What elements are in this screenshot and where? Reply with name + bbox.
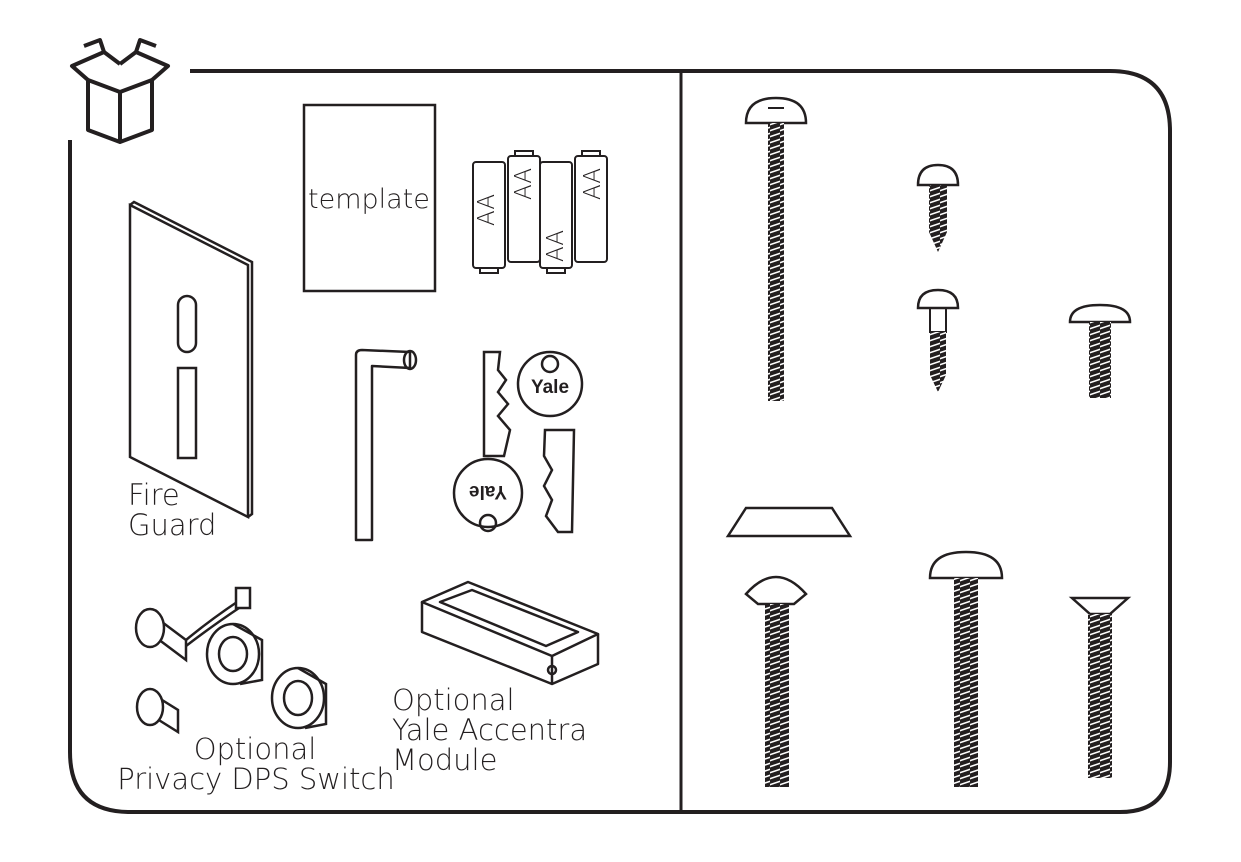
fire-guard-label-1: Fire xyxy=(128,478,180,512)
long-machine-screw-icon xyxy=(744,96,808,401)
fire-guard-label-2: Guard xyxy=(128,508,217,542)
dps-label-1: Optional xyxy=(193,732,317,766)
key-brand-top: Yale xyxy=(531,377,569,398)
accentra-label-3: Module xyxy=(392,743,498,777)
accentra-label-2: Yale Accentra xyxy=(392,713,588,747)
dps-label-2: Privacy DPS Switch xyxy=(117,762,395,796)
spacer-icon xyxy=(725,506,853,538)
oval-head-screw-icon xyxy=(744,575,808,787)
short-machine-screw-icon xyxy=(1068,303,1132,398)
fire-guard-icon xyxy=(128,200,254,520)
dps-switch-icon xyxy=(134,586,328,735)
template-label: template xyxy=(308,184,430,215)
hex-key-icon xyxy=(354,348,418,542)
battery-label: AA xyxy=(511,167,537,200)
battery-label: AA xyxy=(474,193,500,226)
box-icon xyxy=(70,38,170,144)
battery-label: AA xyxy=(580,167,606,200)
keys-icon xyxy=(452,350,584,534)
template-sheet xyxy=(302,103,437,293)
key-brand-bottom: Yale xyxy=(469,481,507,502)
pan-head-screw-icon xyxy=(928,550,1004,787)
outer-frame xyxy=(68,69,1172,814)
small-wood-screw-icon xyxy=(916,163,960,252)
batteries-icon xyxy=(472,150,608,274)
shoulder-wood-screw-icon xyxy=(916,288,960,392)
flat-head-screw-icon xyxy=(1068,596,1132,778)
accentra-module-icon xyxy=(420,580,600,686)
battery-label: AA xyxy=(543,229,569,262)
accentra-label-1: Optional xyxy=(392,683,515,717)
